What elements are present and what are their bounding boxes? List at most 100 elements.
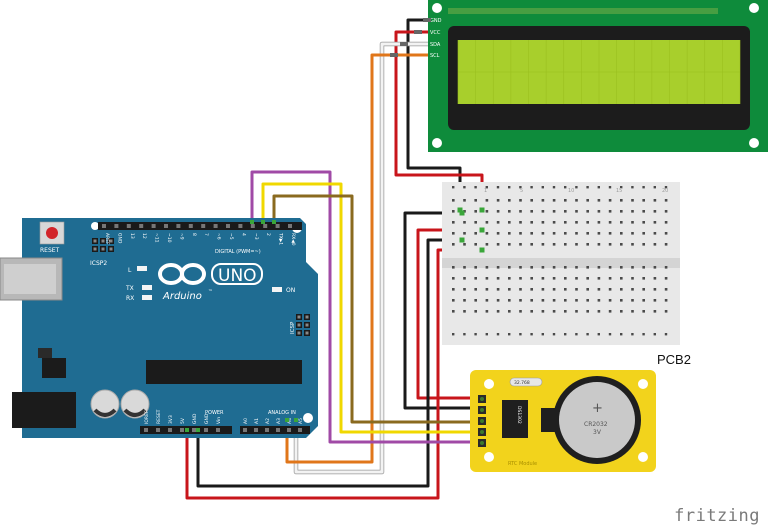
breadboard-hole <box>608 221 612 224</box>
header-pin <box>102 224 106 228</box>
led-on <box>272 287 282 292</box>
header-pin <box>226 224 230 228</box>
breadboard-hole <box>664 299 668 302</box>
wire-end <box>459 210 465 216</box>
breadboard-rail-hole <box>664 186 668 189</box>
breadboard-hole <box>664 310 668 313</box>
arduino-mount-hole <box>303 413 313 423</box>
breadboard-hole <box>496 266 500 269</box>
breadboard-hole <box>564 221 567 224</box>
breadboard-hole <box>530 243 533 246</box>
breadboard-hole <box>564 243 567 246</box>
breadboard-hole <box>642 277 645 280</box>
breadboard-hole <box>530 221 533 224</box>
analog-label: ANALOG IN <box>268 410 296 416</box>
header-pin <box>287 428 291 432</box>
lcd-character-grid <box>457 40 741 104</box>
breadboard-rail-hole <box>541 186 544 189</box>
header-pin <box>275 224 280 228</box>
atmega-chip <box>146 360 302 384</box>
voltage-regulator-tab <box>38 348 52 358</box>
icsp-pin-core <box>297 315 301 319</box>
breadboard-hole <box>508 288 511 291</box>
breadboard-hole <box>631 277 634 280</box>
breadboard-rail-hole <box>575 186 578 189</box>
breadboard-hole <box>620 221 623 224</box>
icsp-header <box>296 314 310 336</box>
power-pin-label: 3V3 <box>168 415 174 424</box>
breadboard-hole <box>620 288 623 291</box>
header-pin <box>114 224 119 228</box>
breadboard-hole <box>463 243 466 246</box>
breadboard-rail-hole <box>597 333 600 336</box>
breadboard-hole <box>508 310 511 313</box>
breadboard-hole <box>452 288 455 291</box>
breadboard-hole <box>452 199 455 202</box>
breadboard-hole <box>485 221 489 224</box>
breadboard-hole <box>620 232 623 235</box>
header-pin <box>216 428 220 432</box>
power-pin-label: 5V <box>180 417 186 424</box>
header-pin <box>192 428 196 432</box>
breadboard-rail-hole <box>653 333 656 336</box>
brand-text: Arduino <box>162 291 202 302</box>
rtc-mount-hole <box>484 452 494 462</box>
breadboard-hole <box>463 310 466 313</box>
breadboard-hole <box>642 266 645 269</box>
digital-pin-label: 12 <box>141 233 147 239</box>
lcd-mount-hole <box>749 3 759 13</box>
wire-end <box>196 428 200 432</box>
analog-pin-label: A0 <box>243 418 249 424</box>
led-rx <box>142 295 152 300</box>
rtc-pin-pad <box>480 430 484 434</box>
breadboard-hole <box>653 299 657 302</box>
analog-header <box>240 426 310 434</box>
breadboard-hole <box>664 199 668 202</box>
breadboard-hole <box>552 277 556 280</box>
breadboard-hole <box>642 310 645 313</box>
breadboard-hole <box>608 299 612 302</box>
breadboard-hole <box>541 288 545 291</box>
led-rx-label: RX <box>126 295 134 302</box>
breadboard-hole <box>564 288 567 291</box>
breadboard-hole <box>586 288 589 291</box>
breadboard-rail-hole <box>597 186 600 189</box>
breadboard-hole <box>552 232 556 235</box>
breadboard-hole <box>541 210 545 213</box>
rtc-mount-hole <box>638 379 648 389</box>
breadboard-hole <box>631 199 634 202</box>
header-pin <box>126 224 131 228</box>
logo-loop-right <box>180 263 206 285</box>
breadboard-rail-hole <box>530 333 533 336</box>
breadboard-hole <box>474 232 477 235</box>
wire-digital-brown <box>272 194 482 424</box>
reset-button[interactable] <box>46 227 58 239</box>
breadboard-rail-hole <box>586 333 589 336</box>
breadboard-hole <box>586 232 589 235</box>
breadboard-hole <box>508 199 511 202</box>
lcd-mount-hole <box>432 3 442 13</box>
breadboard-rail-hole <box>631 186 634 189</box>
wire-end <box>294 418 298 422</box>
breadboard-rail-hole <box>664 333 668 336</box>
brand-mark: ™ <box>208 289 213 295</box>
digital-pin-label: 8 <box>191 233 197 236</box>
header-pin <box>201 224 206 228</box>
breadboard-hole <box>653 266 657 269</box>
breadboard-hole <box>496 232 500 235</box>
breadboard-hole <box>653 288 657 291</box>
breadboard-rail-hole <box>485 186 488 189</box>
header-pin <box>243 428 247 432</box>
bottom-header-pins <box>144 428 302 432</box>
breadboard-hole <box>485 310 489 313</box>
rtc-pin-pad <box>480 397 484 401</box>
breadboard-rail-hole <box>508 333 511 336</box>
breadboard-hole <box>552 243 556 246</box>
breadboard-hole <box>597 210 601 213</box>
breadboard-hole <box>519 199 522 202</box>
icsp2-pin-core <box>109 239 113 243</box>
breadboard-rail-hole <box>496 186 500 189</box>
